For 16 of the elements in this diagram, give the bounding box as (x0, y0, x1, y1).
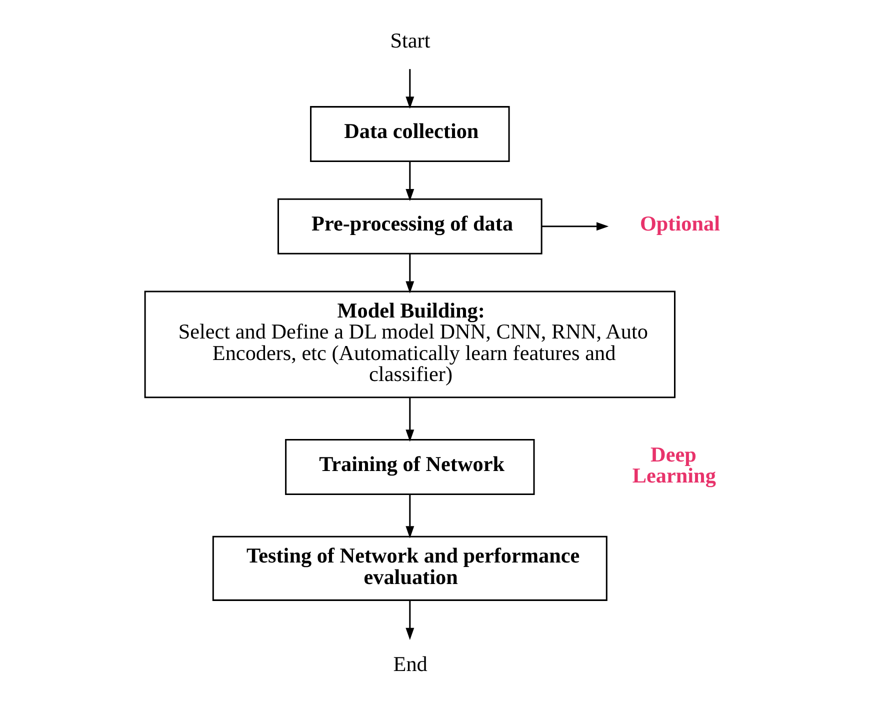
node-text: End (392, 652, 427, 676)
arrow (405, 254, 414, 294)
arrow (405, 398, 414, 442)
arrow (405, 69, 414, 109)
arrow (405, 494, 414, 538)
node-text: Optional (639, 211, 720, 236)
node-box: Model Building: Select and Define a DL model DNN, CNN, RNN, Auto Encoders, etc (Automatically learn features and classifier) (144, 290, 676, 398)
label: Deep Learning (632, 442, 716, 488)
node-box: Pre-processing of data (276, 198, 542, 254)
arrow (541, 222, 608, 231)
arrow (405, 600, 414, 640)
node-box: Data collection (310, 106, 510, 162)
node-text: Start (390, 28, 430, 52)
node-box: Training of Network (284, 439, 534, 495)
arrow (405, 161, 414, 202)
node-box: Testing of Network and performance evaluation (212, 536, 607, 601)
